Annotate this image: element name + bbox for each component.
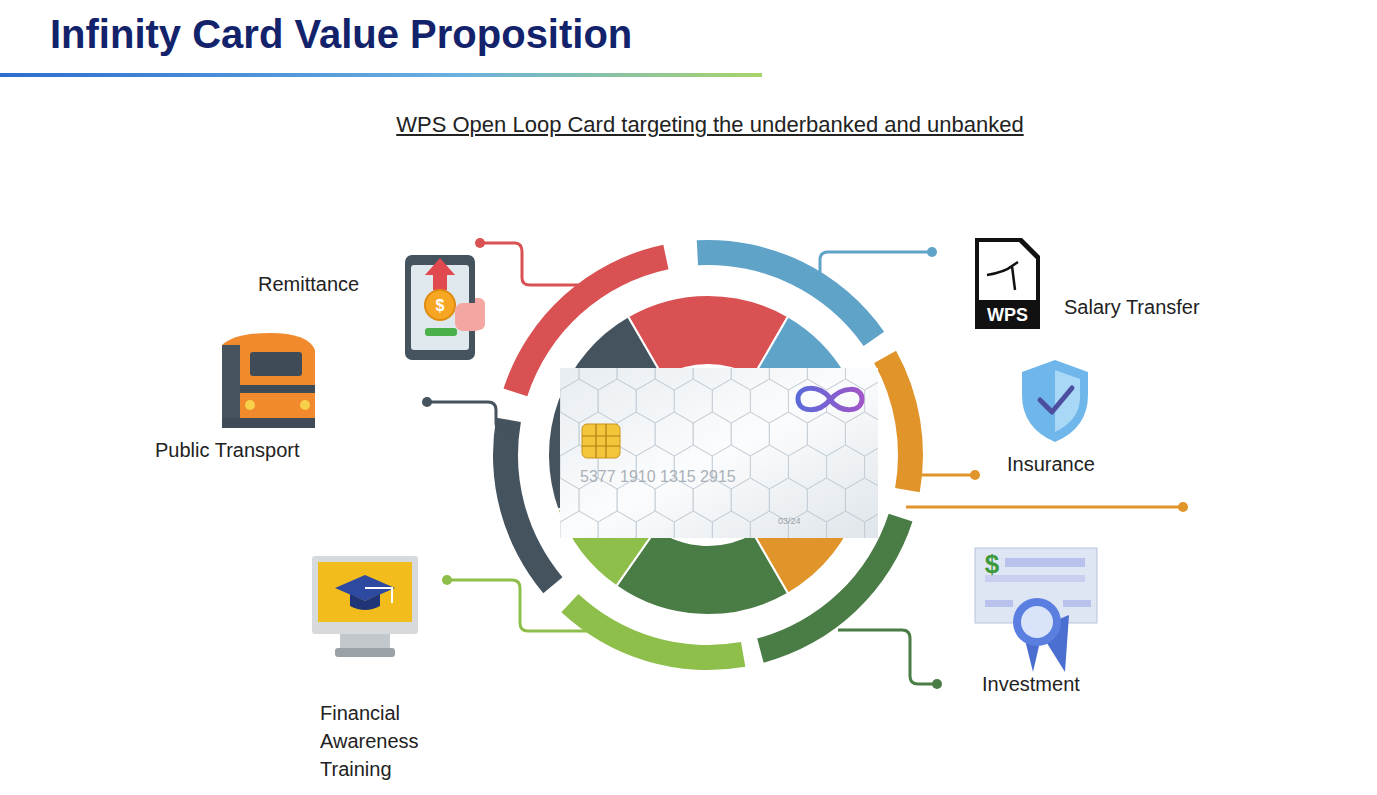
remittance-icon: $ [405, 255, 485, 360]
svg-text:$: $ [985, 549, 1000, 579]
benefit-label: Public Transport [155, 438, 355, 462]
title-rule [0, 73, 762, 77]
benefit-label: Financial Awareness Training [320, 699, 440, 783]
wps-document-icon [975, 238, 1040, 329]
benefit-label: Remittance [258, 272, 398, 296]
icon-text: WPS [977, 304, 1038, 326]
card-picture [541, 346, 903, 555]
investment-certificate-icon: $ [975, 548, 1097, 672]
benefit-label: Investment [982, 672, 1142, 696]
benefit-label: Salary Transfer [1064, 295, 1244, 319]
ring-segment [874, 351, 923, 493]
card-number: 5377 1910 1315 2915 [580, 467, 780, 486]
train-icon [222, 333, 315, 428]
slide-title: Infinity Card Value Proposition [50, 12, 632, 57]
donut-ring [493, 240, 923, 670]
icons: $ [222, 238, 1097, 672]
benefit-label: Insurance [1007, 452, 1147, 476]
svg-text:$: $ [436, 297, 445, 314]
insurance-shield-icon [1022, 360, 1088, 442]
card-expiry: 03/24 [778, 516, 818, 527]
subtitle: WPS Open Loop Card targeting the underba… [210, 112, 1210, 138]
training-monitor-icon [312, 556, 418, 657]
